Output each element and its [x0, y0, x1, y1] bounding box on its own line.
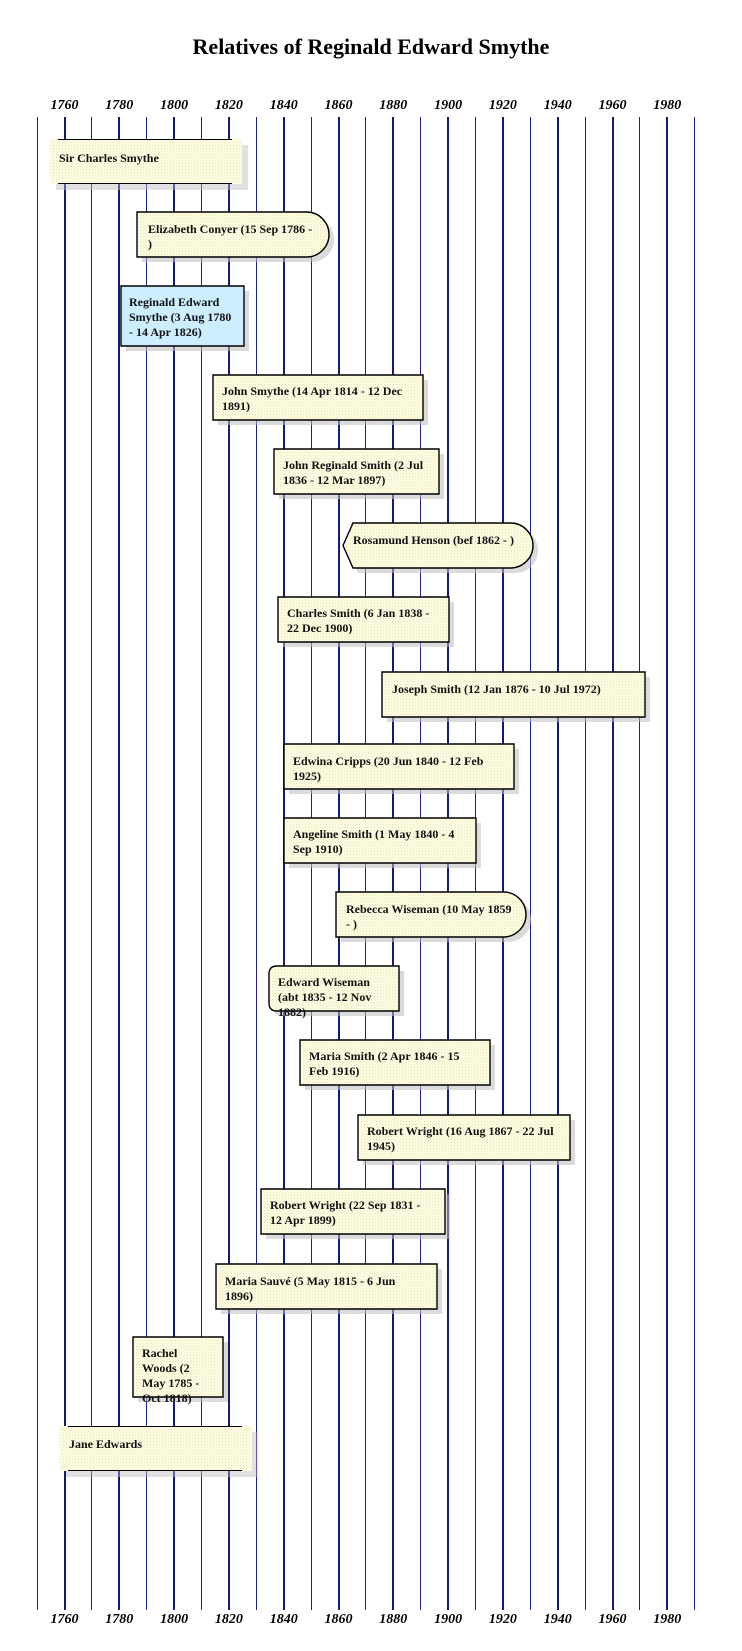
axis-tick-1940: 1940: [543, 98, 572, 113]
axis-tick-1900: 1900: [434, 98, 463, 113]
axis-tick-1760: 1760: [50, 98, 79, 113]
grid-line-1930: [529, 117, 531, 1610]
grid-line-1970: [639, 117, 641, 1610]
person-label: Angeline Smith (1 May 1840 - 4 Sep 1910): [293, 827, 455, 856]
person-label: Sir Charles Smythe: [59, 151, 159, 165]
person-label: Rosamund Henson (bef 1862 - ): [353, 533, 515, 547]
grid-line-1830: [255, 117, 257, 1610]
axis-tick-1820: 1820: [214, 98, 243, 113]
axis-tick-1760: 1760: [50, 1612, 79, 1627]
person-bar-shape: [381, 671, 650, 722]
axis-tick-1980: 1980: [653, 1612, 682, 1627]
axis-tick-1920: 1920: [488, 1612, 517, 1627]
axis-tick-1940: 1940: [543, 1612, 572, 1627]
person-label: Reginald Edward Smythe (3 Aug 1780 - 14 …: [129, 295, 232, 339]
person-bar-shape: [215, 1263, 442, 1314]
person-bar[interactable]: Rosamund Henson (bef 1862 - ): [342, 522, 538, 573]
axis-tick-1880: 1880: [379, 98, 408, 113]
grid-line-1940: [556, 117, 559, 1610]
grid-line-1810: [201, 117, 202, 1610]
axis-tick-1860: 1860: [324, 1612, 353, 1627]
axis-tick-1960: 1960: [598, 1612, 627, 1627]
person-bar-shape: [60, 1426, 258, 1477]
person-bar[interactable]: Elizabeth Conyer (15 Sep 1786 - ): [136, 211, 334, 262]
axis-tick-1960: 1960: [598, 98, 627, 113]
person-label: Robert Wright (16 Aug 1867 - 22 Jul 1945…: [367, 1124, 554, 1153]
person-bar-shape: [342, 522, 538, 573]
person-bar[interactable]: Maria Sauvé (5 May 1815 - 6 Jun 1896): [215, 1263, 442, 1314]
person-label: Robert Wright (22 Sep 1831 - 12 Apr 1899…: [270, 1198, 421, 1227]
grid-line-1950: [584, 117, 586, 1610]
person-bar[interactable]: Jane Edwards: [60, 1426, 258, 1477]
person-bar-shape: [283, 743, 519, 794]
person-bar[interactable]: Robert Wright (22 Sep 1831 - 12 Apr 1899…: [260, 1188, 450, 1239]
person-label: Charles Smith (6 Jan 1838 - 22 Dec 1900): [287, 606, 430, 635]
axis-tick-1800: 1800: [160, 1612, 189, 1627]
person-label: Maria Sauvé (5 May 1815 - 6 Jun 1896): [225, 1274, 396, 1303]
person-bar-shape: [212, 374, 428, 425]
year-axis-bottom: 1760 1780 1800 1820 1840 1860 1880 1900 1920 1940…: [0, 1612, 742, 1632]
person-bar-shape: [268, 965, 404, 1016]
person-bar[interactable]: Edward Wiseman (abt 1835 - 12 Nov 1882): [268, 965, 404, 1019]
person-bar[interactable]: Sir Charles Smythe: [50, 139, 248, 190]
person-label: Edward Wiseman (abt 1835 - 12 Nov 1882): [278, 975, 372, 1019]
grid-line-1780: [118, 117, 121, 1610]
person-bar[interactable]: Maria Smith (2 Apr 1846 - 15 Feb 1916): [299, 1039, 495, 1090]
grid-line-1820: [227, 117, 230, 1610]
person-bar-shape: [277, 596, 454, 647]
grid-line-1790: [146, 117, 148, 1610]
axis-tick-1840: 1840: [269, 1612, 298, 1627]
grid-line-1920: [501, 117, 504, 1610]
axis-tick-1780: 1780: [105, 98, 134, 113]
person-label: John Smythe (14 Apr 1814 - 12 Dec 1891): [222, 384, 403, 413]
person-bar-shape: [299, 1039, 495, 1090]
person-bar-shape: [335, 891, 531, 942]
person-bar[interactable]: Edwina Cripps (20 Jun 1840 - 12 Feb 1925…: [283, 743, 519, 794]
person-bar[interactable]: John Smythe (14 Apr 1814 - 12 Dec 1891): [212, 374, 428, 425]
axis-tick-1820: 1820: [214, 1612, 243, 1627]
person-bar[interactable]: Rachel Woods (2 May 1785 - Oct 1818): [132, 1336, 228, 1405]
person-bar-shape: [120, 285, 249, 351]
person-label: Rebecca Wiseman (10 May 1859 - ): [346, 902, 512, 931]
person-bar-shape: [136, 211, 334, 262]
axis-tick-1780: 1780: [105, 1612, 134, 1627]
chart-title: Relatives of Reginald Edward Smythe: [192, 34, 550, 59]
person-bar-shape: [132, 1336, 228, 1402]
person-bar[interactable]: Robert Wright (16 Aug 1867 - 22 Jul 1945…: [357, 1114, 575, 1165]
person-bar[interactable]: Rebecca Wiseman (10 May 1859 - ): [335, 891, 531, 942]
person-label: Jane Edwards: [69, 1437, 143, 1451]
grid-line-1760: [63, 117, 66, 1610]
grid-line-1770: [91, 117, 93, 1610]
year-axis-top: 1760 1780 1800 1820 1840 1860 1880 1900 1920 1940…: [0, 98, 742, 118]
grid-line-1960: [611, 117, 614, 1610]
grid-line-1800: [173, 117, 176, 1610]
person-bar[interactable]: Angeline Smith (1 May 1840 - 4 Sep 1910): [283, 817, 481, 868]
axis-tick-1980: 1980: [653, 98, 682, 113]
axis-tick-1840: 1840: [269, 98, 298, 113]
axis-tick-1900: 1900: [434, 1612, 463, 1627]
person-bar-shape: [273, 448, 444, 499]
person-bar[interactable]: Joseph Smith (12 Jan 1876 - 10 Jul 1972): [381, 671, 650, 722]
person-label: Maria Smith (2 Apr 1846 - 15 Feb 1916): [309, 1049, 460, 1078]
person-bar[interactable]: Reginald Edward Smythe (3 Aug 1780 - 14 …: [120, 285, 249, 351]
axis-tick-1920: 1920: [488, 98, 517, 113]
axis-tick-1800: 1800: [160, 98, 189, 113]
person-label: Rachel Woods (2 May 1785 - Oct 1818): [142, 1346, 200, 1405]
axis-tick-1860: 1860: [324, 98, 353, 113]
person-label: John Reginald Smith (2 Jul 1836 - 12 Mar…: [283, 458, 424, 487]
person-bar[interactable]: John Reginald Smith (2 Jul 1836 - 12 Mar…: [273, 448, 444, 499]
person-label: Elizabeth Conyer (15 Sep 1786 - ): [148, 222, 313, 251]
person-bar[interactable]: Charles Smith (6 Jan 1838 - 22 Dec 1900): [277, 596, 454, 647]
person-bar-shape: [357, 1114, 575, 1165]
grid-line-1990: [694, 117, 696, 1610]
grid-line-1980: [666, 117, 669, 1610]
person-bar-shape: [283, 817, 481, 868]
person-label: Edwina Cripps (20 Jun 1840 - 12 Feb 1925…: [293, 754, 484, 783]
person-bar-shape: [50, 139, 248, 190]
person-bar-shape: [260, 1188, 450, 1239]
person-label: Joseph Smith (12 Jan 1876 - 10 Jul 1972): [392, 682, 601, 696]
grid-line-1750: [36, 117, 38, 1610]
axis-tick-1880: 1880: [379, 1612, 408, 1627]
